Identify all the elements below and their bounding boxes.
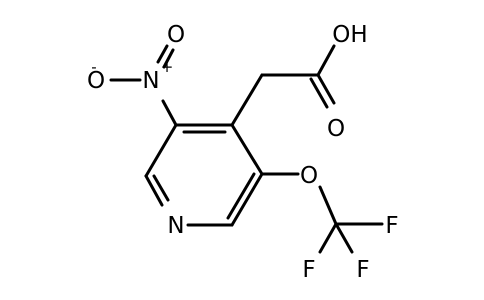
bond-cf3-f3 [334, 222, 354, 254]
atom-oh-acid: OH [332, 22, 367, 48]
bond-c5-c6 [230, 172, 264, 227]
atom-n-nitro: N [142, 68, 159, 94]
bond-n1-c2 [144, 174, 164, 207]
bond-c4-c5 [230, 123, 264, 176]
bond-n-o-top-double [156, 44, 169, 64]
bond-c5-c6-double [226, 172, 256, 220]
acetic-acid-group [230, 44, 336, 127]
trifluoromethoxy-group [260, 172, 384, 254]
atom-o-ether: O [300, 163, 318, 189]
atom-o-nitro-top: O [167, 22, 185, 48]
atom-n-ring: N [167, 213, 184, 239]
charge-minus: - [91, 58, 96, 76]
bond-c3-n-nitro [161, 99, 178, 127]
bond-n-o-top [162, 48, 175, 69]
bond-o-cf3 [318, 185, 338, 226]
bond-c2-c3 [144, 123, 178, 178]
bond-c-o-double-a [316, 73, 336, 105]
atom-f-2: F [302, 257, 315, 283]
bond-c-oh [316, 44, 336, 77]
bond-c-o-double-b [309, 77, 329, 109]
atom-f-1: F [385, 213, 398, 239]
pyridine-ring [144, 123, 264, 227]
atom-f-3: F [356, 257, 369, 283]
nitro-group [109, 44, 178, 127]
atom-o-nitro-minus: O [87, 68, 105, 94]
bond-c4-ch2 [230, 73, 264, 127]
charge-plus: + [161, 58, 174, 76]
bond-n1-c2-double [152, 174, 170, 202]
atom-o-acid: O [327, 116, 345, 142]
bond-cf3-f2 [318, 222, 338, 254]
